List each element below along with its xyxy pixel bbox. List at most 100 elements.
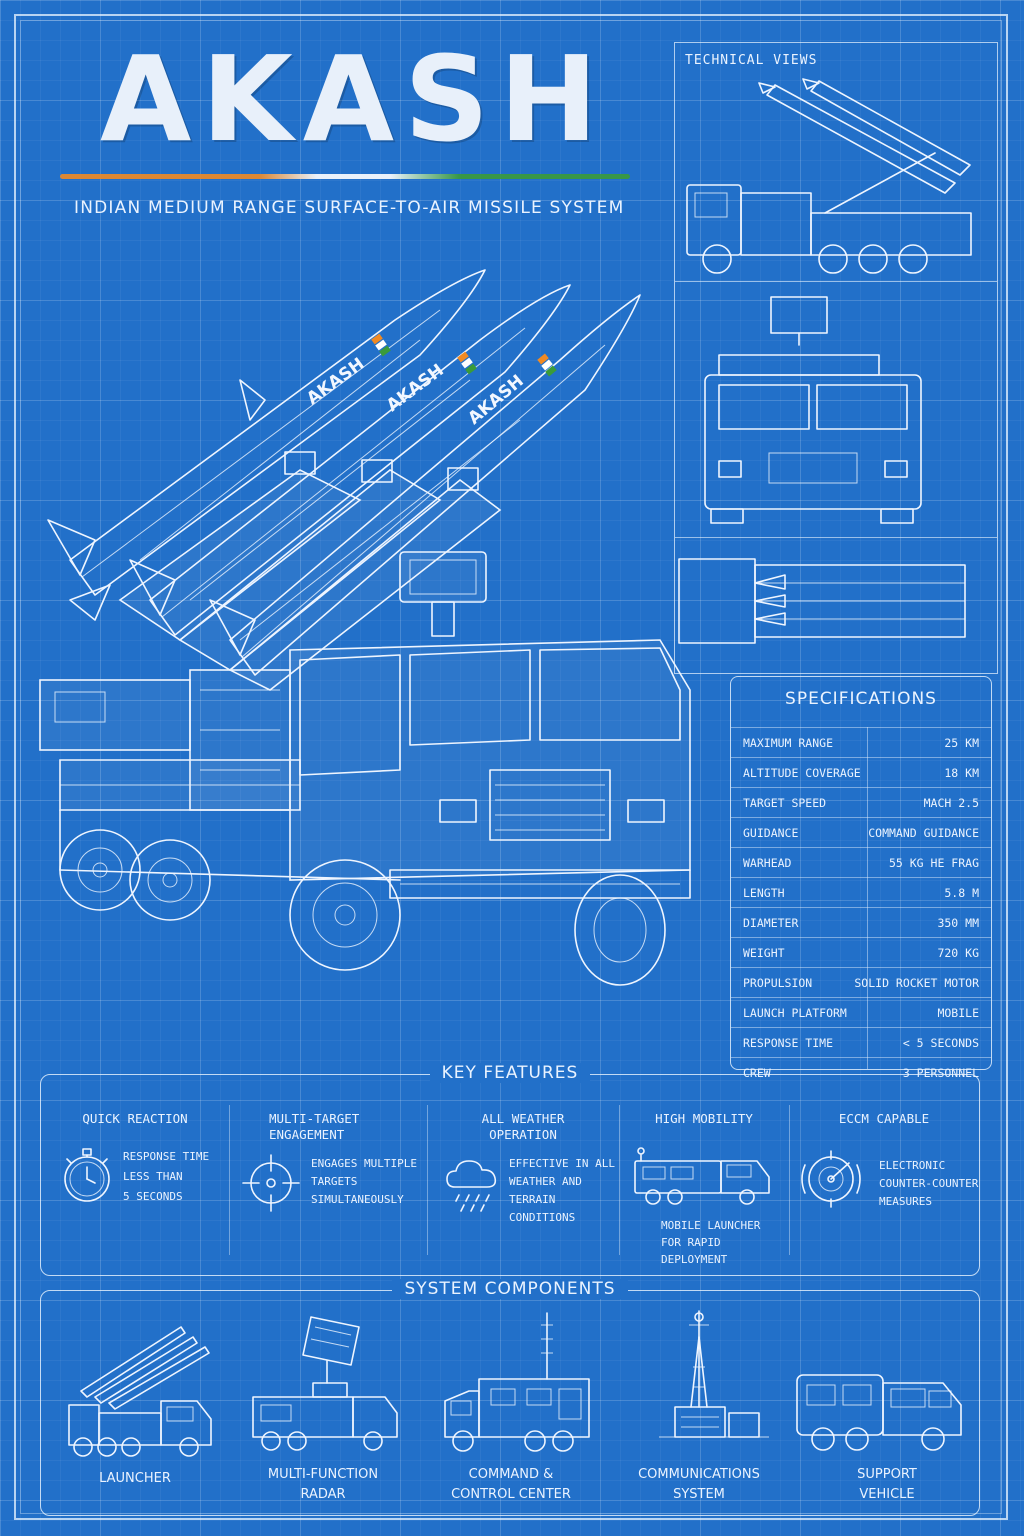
spec-value: 3 PERSONNEL	[902, 1066, 979, 1080]
feature-desc-line: ENGAGES MULTIPLE	[311, 1157, 417, 1170]
component-label: LAUNCHER	[41, 1469, 229, 1489]
key-features-panel: KEY FEATURES QUICK REACTION RESPONSE TIM…	[40, 1063, 980, 1276]
feature-desc-line: LESS THAN	[123, 1170, 183, 1183]
component-label-line: CONTROL CENTER	[451, 1487, 571, 1502]
spec-row: GUIDANCE COMMAND GUIDANCE	[731, 817, 991, 847]
feature-divider	[229, 1105, 230, 1255]
component-label-line: LAUNCHER	[99, 1471, 171, 1486]
component-radar: MULTI-FUNCTION RADAR	[229, 1291, 417, 1515]
feature-all-weather: ALL WEATHER OPERATION EFFECTIVE IN ALL W…	[427, 1075, 619, 1275]
feature-description: ELECTRONIC COUNTER-COUNTER MEASURES	[879, 1157, 978, 1211]
feature-desc-line: SIMULTANEOUSLY	[311, 1193, 404, 1206]
spec-value: 55 KG HE FRAG	[888, 856, 979, 870]
key-features-title-text: KEY FEATURES	[429, 1063, 591, 1083]
feature-divider	[619, 1105, 620, 1255]
truck-body	[39, 639, 691, 899]
spec-row: RESPONSE TIME < 5 SECONDS	[731, 1027, 991, 1057]
feature-description: ENGAGES MULTIPLE TARGETS SIMULTANEOUSLY	[311, 1155, 417, 1209]
component-label-line: MULTI-FUNCTION	[267, 1467, 379, 1482]
feature-title-line: OPERATION	[489, 1127, 557, 1142]
feature-title-line: HIGH MOBILITY	[655, 1111, 753, 1126]
feature-divider	[789, 1105, 790, 1255]
feature-desc-line: ELECTRONIC	[879, 1159, 946, 1172]
launcher-icon	[68, 1326, 212, 1457]
component-label-line: SYSTEM	[673, 1487, 725, 1502]
side-view-drawing	[686, 78, 972, 274]
support-truck-icon	[796, 1374, 962, 1451]
feature-description: RESPONSE TIME LESS THAN 5 SECONDS	[123, 1147, 209, 1207]
command-truck-icon	[444, 1312, 590, 1452]
spec-label: WARHEAD	[743, 856, 792, 870]
feature-title: MULTI-TARGET ENGAGEMENT	[269, 1111, 359, 1143]
crosshair-icon	[242, 1154, 300, 1212]
spec-label: LENGTH	[743, 886, 785, 900]
system-components-title: SYSTEM COMPONENTS	[41, 1279, 979, 1299]
radar-truck-icon	[252, 1316, 398, 1451]
stopwatch-icon	[64, 1148, 110, 1202]
feature-quick-reaction: QUICK REACTION RESPONSE TIME LESS THAN 5…	[41, 1075, 229, 1275]
spec-value: MACH 2.5	[923, 796, 979, 810]
key-features-title: KEY FEATURES	[41, 1063, 979, 1083]
spec-value: 18 KM	[944, 766, 979, 780]
spec-value: SOLID ROCKET MOTOR	[854, 976, 979, 990]
component-label-line: COMMUNICATIONS	[638, 1467, 760, 1482]
feature-title: QUICK REACTION	[41, 1111, 229, 1127]
spec-label: WEIGHT	[743, 946, 785, 960]
feature-desc-line: RESPONSE TIME	[123, 1150, 210, 1163]
feature-desc-line: MOBILE LAUNCHER	[661, 1219, 761, 1232]
spec-label: CREW	[743, 1066, 771, 1080]
feature-title-line: ENGAGEMENT	[269, 1127, 345, 1142]
spec-row: TARGET SPEED MACH 2.5	[731, 787, 991, 817]
component-launcher: LAUNCHER	[41, 1291, 229, 1515]
feature-title: ECCM CAPABLE	[789, 1111, 979, 1127]
spec-label: RESPONSE TIME	[743, 1036, 834, 1050]
feature-title-line: ALL WEATHER	[481, 1111, 565, 1126]
spec-label: TARGET SPEED	[743, 796, 827, 810]
spec-value: < 5 SECONDS	[902, 1036, 979, 1050]
truck-wheels	[59, 829, 666, 986]
component-label-line: SUPPORT	[857, 1467, 917, 1482]
feature-desc-line: WEATHER AND	[509, 1175, 582, 1188]
component-label: COMMUNICATIONS SYSTEM	[605, 1465, 793, 1505]
spec-label: GUIDANCE	[743, 826, 799, 840]
component-label-line: COMMAND &	[468, 1467, 554, 1482]
feature-description: MOBILE LAUNCHER FOR RAPID DEPLOYMENT	[661, 1217, 760, 1268]
feature-desc-line: 5 SECONDS	[123, 1190, 183, 1203]
feature-eccm: ECCM CAPABLE ELECTRONIC COUNTER-COUNTER …	[789, 1075, 979, 1275]
outer-frame	[14, 14, 1008, 1520]
spec-row: WEIGHT 720 KG	[731, 937, 991, 967]
component-label: COMMAND & CONTROL CENTER	[417, 1465, 605, 1505]
component-communications: COMMUNICATIONS SYSTEM	[605, 1291, 793, 1515]
spec-row: ALTITUDE COVERAGE 18 KM	[731, 757, 991, 787]
spec-row: CREW 3 PERSONNEL	[731, 1057, 991, 1087]
component-support-vehicle: SUPPORT VEHICLE	[793, 1291, 981, 1515]
feature-title-line: MULTI-TARGET	[269, 1111, 360, 1126]
tricolor-stripe	[60, 174, 630, 179]
system-components-panel: SYSTEM COMPONENTS LAUNCHER	[40, 1279, 981, 1516]
component-label: MULTI-FUNCTION RADAR	[229, 1465, 417, 1505]
feature-desc-line: TARGETS	[311, 1175, 358, 1188]
spec-value: 25 KM	[944, 736, 979, 750]
rain-cloud-icon	[446, 1160, 497, 1212]
main-launcher-illustration: AKASH AKASH AKASH	[39, 269, 691, 986]
feature-desc-line: MEASURES	[879, 1195, 932, 1208]
spec-label: ALTITUDE COVERAGE	[743, 766, 861, 780]
spec-label: DIAMETER	[743, 916, 799, 930]
feature-desc-line: EFFECTIVE IN ALL	[509, 1157, 615, 1170]
inner-frame	[20, 20, 1002, 1514]
top-view-drawing	[678, 558, 966, 644]
spec-value: COMMAND GUIDANCE	[868, 826, 979, 840]
feature-title: HIGH MOBILITY	[619, 1111, 789, 1127]
component-label-line: RADAR	[300, 1487, 346, 1502]
radar-unit	[399, 551, 487, 637]
feature-title-line: ECCM CAPABLE	[838, 1111, 930, 1126]
feature-desc-line: COUNTER-COUNTER	[879, 1177, 979, 1190]
view-divider	[675, 537, 997, 538]
spec-value: 720 KG	[937, 946, 979, 960]
feature-description: EFFECTIVE IN ALL WEATHER AND TERRAIN CON…	[509, 1155, 619, 1227]
feature-desc-line: DEPLOYMENT	[661, 1253, 728, 1266]
